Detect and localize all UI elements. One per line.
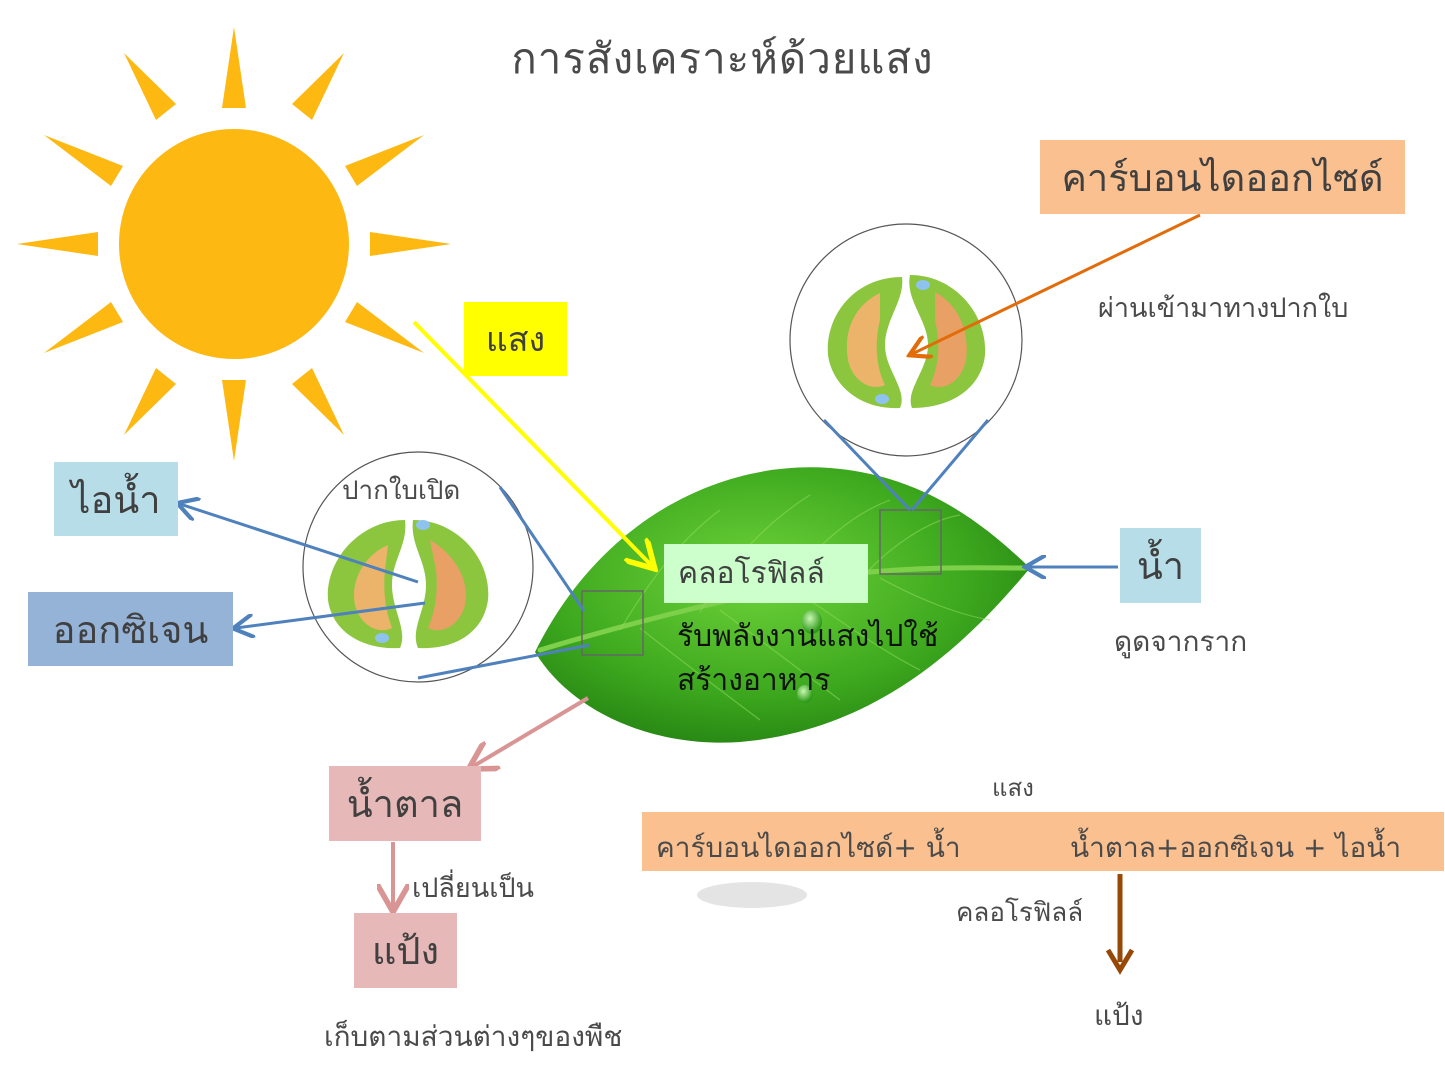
shadow-smudge bbox=[697, 882, 807, 908]
equation-reactants: คาร์บอนไดออกไซด์+ น้ำ bbox=[656, 831, 961, 864]
sugar-label-text: น้ำตาล bbox=[346, 782, 464, 826]
zoom-region-box bbox=[581, 590, 644, 656]
equation-box bbox=[642, 812, 1444, 871]
equation-condition-bottom: คลอโรฟิลล์ bbox=[956, 898, 1084, 928]
zoom-connector-line bbox=[498, 486, 586, 612]
water-note: ดูดจากราก bbox=[1114, 625, 1248, 658]
carbon-dioxide-label-text: คาร์บอนไดออกไซด์ bbox=[1061, 155, 1384, 200]
equation-condition-top: แสง bbox=[992, 774, 1034, 802]
equation-arrow-down bbox=[1105, 874, 1135, 975]
light-label-text: แสง bbox=[485, 320, 546, 360]
zoom-region-box bbox=[879, 509, 942, 575]
chlorophyll-label: คลอโรฟิลล์ bbox=[664, 544, 868, 603]
stoma-open-left bbox=[302, 451, 534, 683]
zoom-connector-line bbox=[417, 643, 591, 680]
starch-label-text: แป้ง bbox=[371, 929, 440, 973]
chlorophyll-note-line1: รับพลังงานแสงไปใช้ bbox=[677, 619, 939, 654]
light-arrow bbox=[412, 320, 652, 566]
equation-result: แป้ง bbox=[1094, 999, 1144, 1032]
co2-arrow bbox=[912, 213, 1201, 354]
water-label-text: น้ำ bbox=[1136, 544, 1185, 588]
zoom-connector-line bbox=[910, 419, 990, 511]
leaf-illustration bbox=[535, 467, 1030, 743]
carbon-dioxide-label: คาร์บอนไดออกไซด์ bbox=[1040, 140, 1405, 214]
water-drop-icon bbox=[797, 685, 813, 703]
sugar-arrow bbox=[472, 696, 590, 767]
sugar-label: น้ำตาล bbox=[329, 766, 481, 841]
starch-label: แป้ง bbox=[354, 913, 457, 988]
oxygen-label-text: ออกซิเจน bbox=[52, 607, 209, 652]
chlorophyll-note: รับพลังงานแสงไปใช้ สร้างอาหาร bbox=[677, 615, 938, 703]
oxygen-label: ออกซิเจน bbox=[28, 592, 233, 666]
water-vapor-arrow bbox=[180, 504, 419, 584]
light-label: แสง bbox=[464, 302, 567, 376]
equation-products: น้ำตาล+ออกซิเจน + ไอน้ำ bbox=[1070, 831, 1402, 864]
water-vapor-label-text: ไอน้ำ bbox=[71, 477, 161, 522]
starch-note: เก็บตามส่วนต่างๆของพืช bbox=[324, 1020, 623, 1053]
changes-to-label: เปลี่ยนเป็น bbox=[412, 873, 535, 904]
oxygen-arrow bbox=[236, 601, 426, 628]
water-vapor-label: ไอน้ำ bbox=[54, 462, 178, 536]
water-drop-icon bbox=[802, 610, 822, 634]
chlorophyll-note-line2: สร้างอาหาร bbox=[677, 663, 831, 698]
stomata-open-label: ปากใบเปิด bbox=[342, 476, 461, 506]
water-label: น้ำ bbox=[1120, 528, 1201, 603]
page-title: การสังเคราะห์ด้วยแสง bbox=[511, 34, 934, 83]
zoom-connector-line bbox=[822, 418, 912, 512]
co2-note: ผ่านเข้ามาทางปากใบ bbox=[1098, 293, 1349, 324]
sun-icon bbox=[17, 27, 451, 461]
chlorophyll-label-text: คลอโรฟิลล์ bbox=[678, 556, 825, 591]
